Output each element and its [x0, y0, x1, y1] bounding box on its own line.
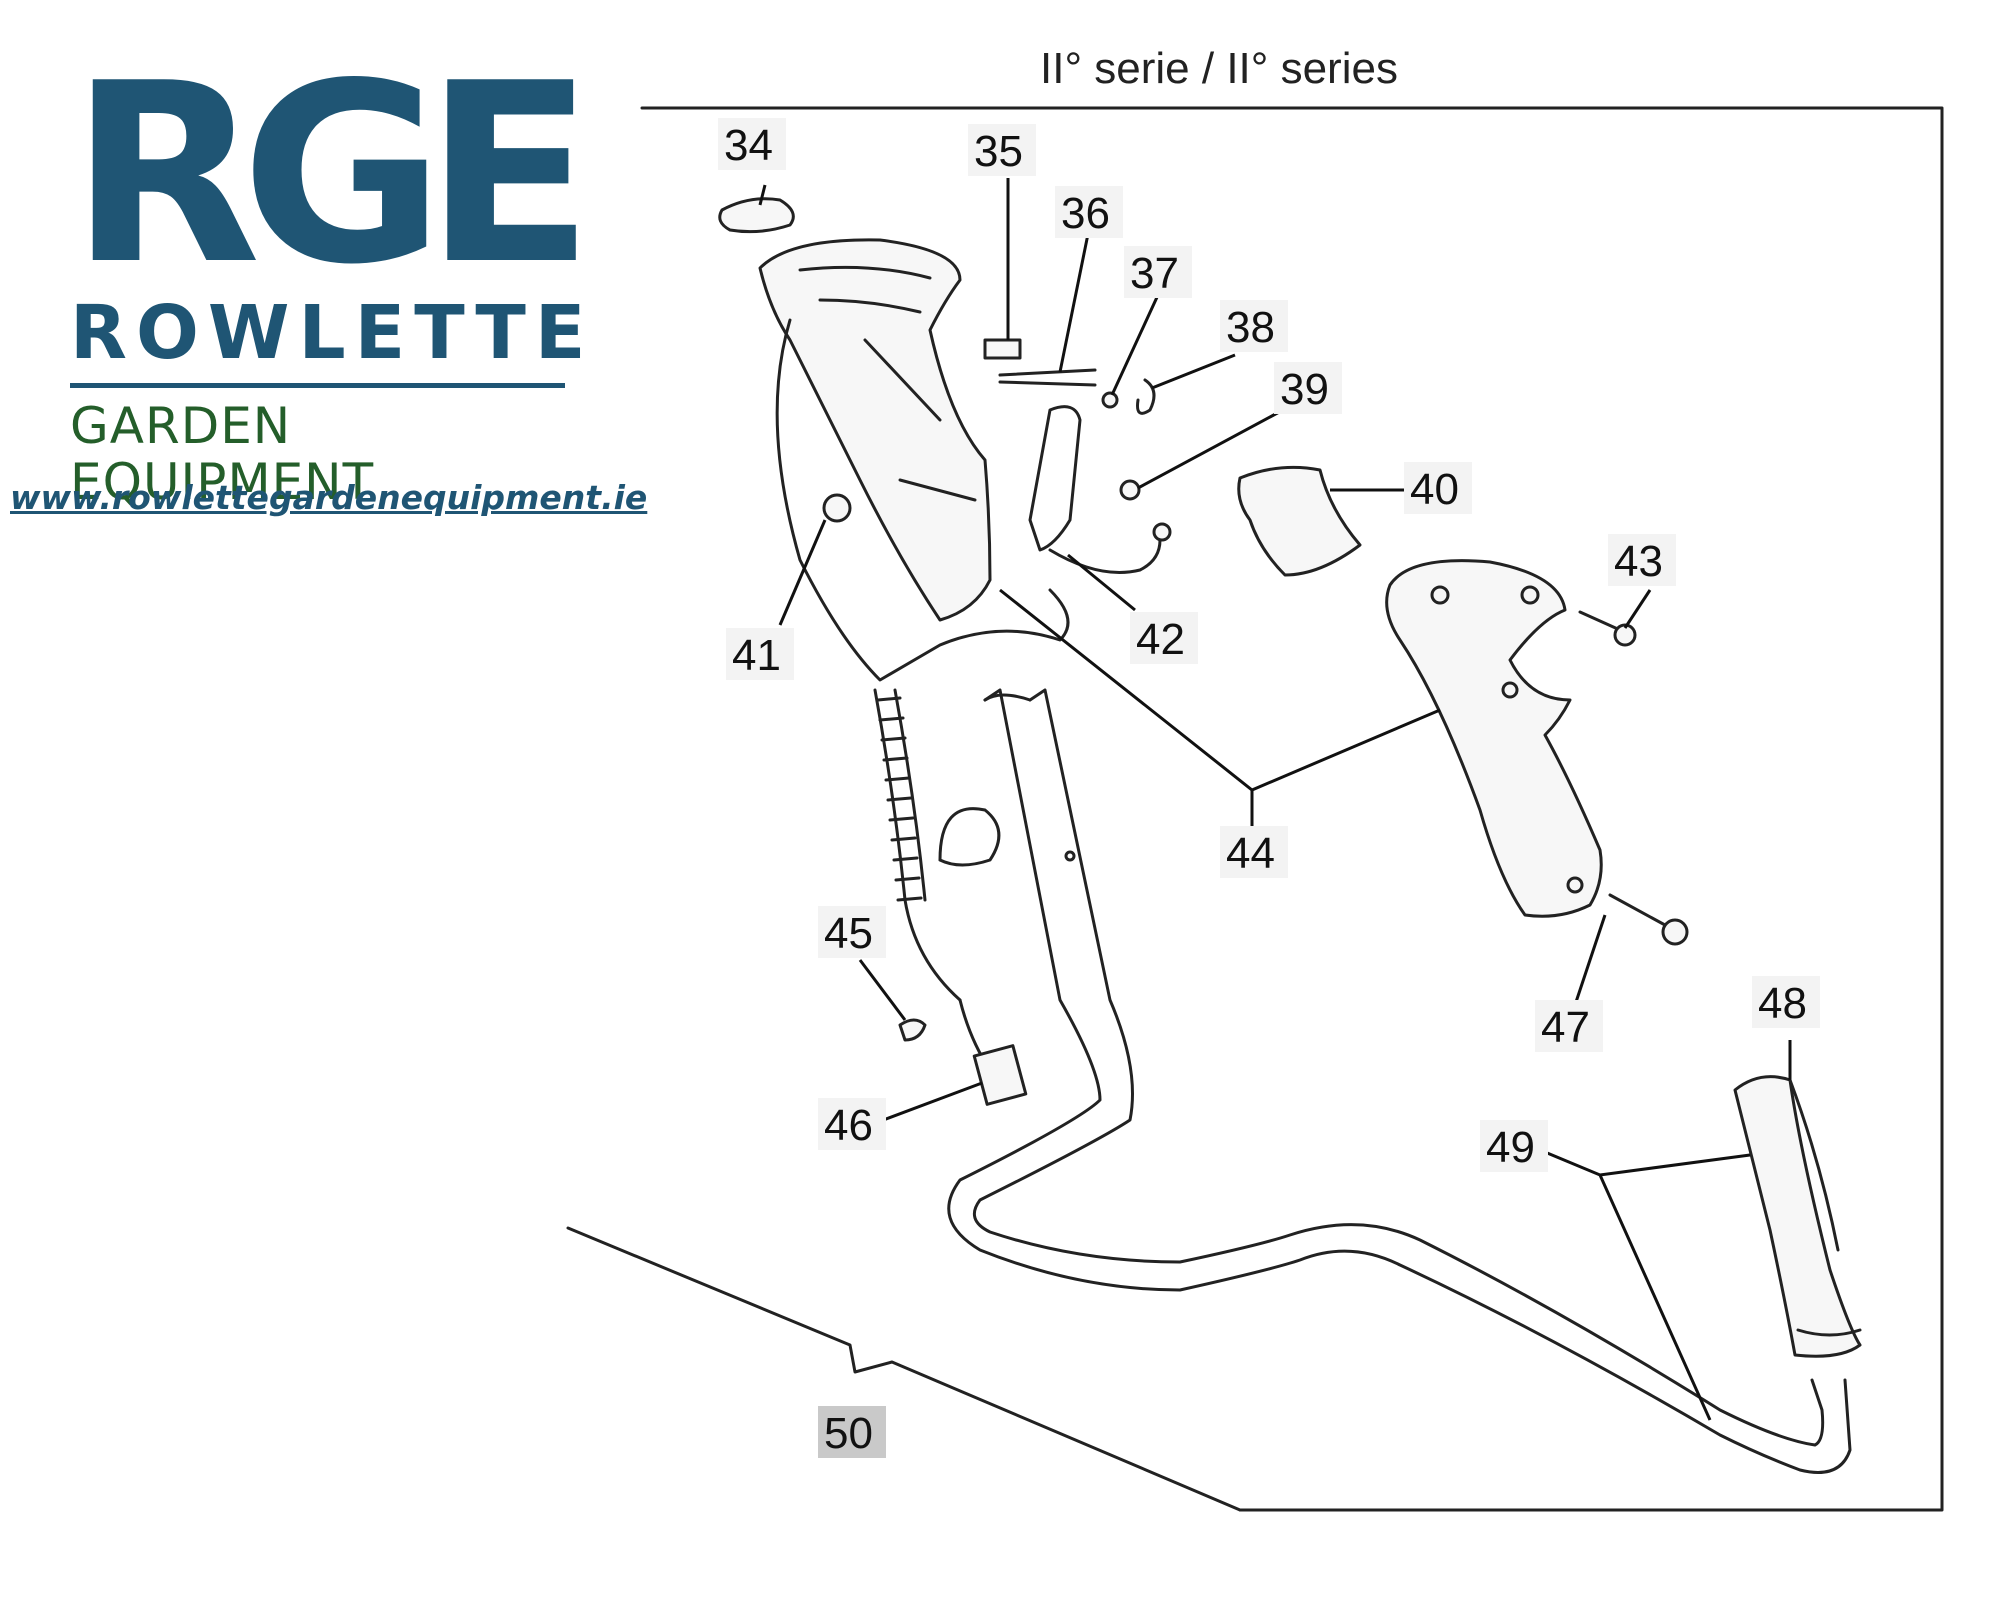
callout-34-label: 34	[724, 121, 773, 170]
brand-logo: RGE ROWLETTE GARDEN EQUIPMENT	[70, 31, 595, 511]
terminal-block	[972, 1044, 1028, 1106]
callout-49-label: 49	[1486, 1123, 1535, 1172]
callout-50: 50	[818, 1406, 886, 1458]
trigger-cover	[1237, 465, 1362, 577]
nut-39	[1119, 479, 1141, 501]
website-link[interactable]: www.rowlettegardenequipment.ie	[10, 478, 648, 517]
plate-35	[983, 338, 1022, 360]
grommet-41	[822, 493, 852, 523]
callout-38: 38	[1220, 300, 1288, 352]
callout-46-label: 46	[824, 1101, 873, 1150]
top-cap	[718, 197, 795, 234]
callout-46: 46	[818, 1098, 886, 1150]
handle-shell	[1385, 559, 1603, 918]
frame-border	[640, 106, 1944, 1512]
logo-tagline: GARDEN EQUIPMENT	[70, 397, 375, 511]
callout-49: 49	[1480, 1120, 1548, 1172]
callout-41: 41	[726, 628, 794, 680]
callout-35: 35	[968, 124, 1036, 176]
screw-37	[1101, 391, 1119, 409]
callout-43: 43	[1608, 534, 1676, 586]
callout-35-label: 35	[974, 127, 1023, 176]
callout-47-label: 47	[1541, 1003, 1590, 1052]
handlebar-tube	[947, 688, 1852, 1474]
callout-39-label: 39	[1280, 365, 1329, 414]
callout-47: 47	[1535, 1000, 1603, 1052]
logo-name: ROWLETTE	[70, 290, 595, 376]
callout-42-label: 42	[1136, 615, 1185, 664]
callout-39: 39	[1274, 362, 1342, 414]
callout-40-label: 40	[1410, 465, 1459, 514]
plug-42	[1152, 522, 1172, 542]
callout-50-label: 50	[824, 1409, 873, 1458]
series-title: II° serie / II° series	[1040, 44, 1398, 93]
assembly-bracket	[566, 1226, 1242, 1512]
callout-45: 45	[818, 906, 886, 958]
callout-36: 36	[1055, 186, 1123, 238]
spring-38	[1136, 378, 1156, 415]
lever-switch	[1028, 405, 1082, 552]
bracket-36	[998, 368, 1097, 387]
callout-44: 44	[1220, 826, 1288, 878]
logo-letters: RGE	[70, 31, 594, 319]
terminal-plug	[898, 1018, 927, 1042]
callout-38-label: 38	[1226, 303, 1275, 352]
grip	[1733, 1075, 1862, 1358]
bolt-47	[1608, 893, 1667, 927]
wire-42	[1048, 538, 1162, 574]
handle-housing	[758, 238, 992, 622]
cable-loop	[938, 807, 1001, 867]
callout-43-label: 43	[1614, 537, 1663, 586]
callout-36-label: 36	[1061, 189, 1110, 238]
callout-44-label: 44	[1226, 829, 1275, 878]
callout-45-label: 45	[824, 909, 873, 958]
logo-divider	[70, 383, 565, 388]
callout-41-label: 41	[732, 631, 781, 680]
callout-48-label: 48	[1758, 979, 1807, 1028]
callout-34: 34	[718, 118, 786, 170]
callout-37: 37	[1124, 246, 1192, 298]
callout-37-label: 37	[1130, 249, 1179, 298]
cable-spring	[873, 688, 962, 1002]
screw-43	[1578, 610, 1622, 632]
callout-40: 40	[1404, 462, 1472, 514]
callout-42: 42	[1130, 612, 1198, 664]
callout-48: 48	[1752, 976, 1820, 1028]
